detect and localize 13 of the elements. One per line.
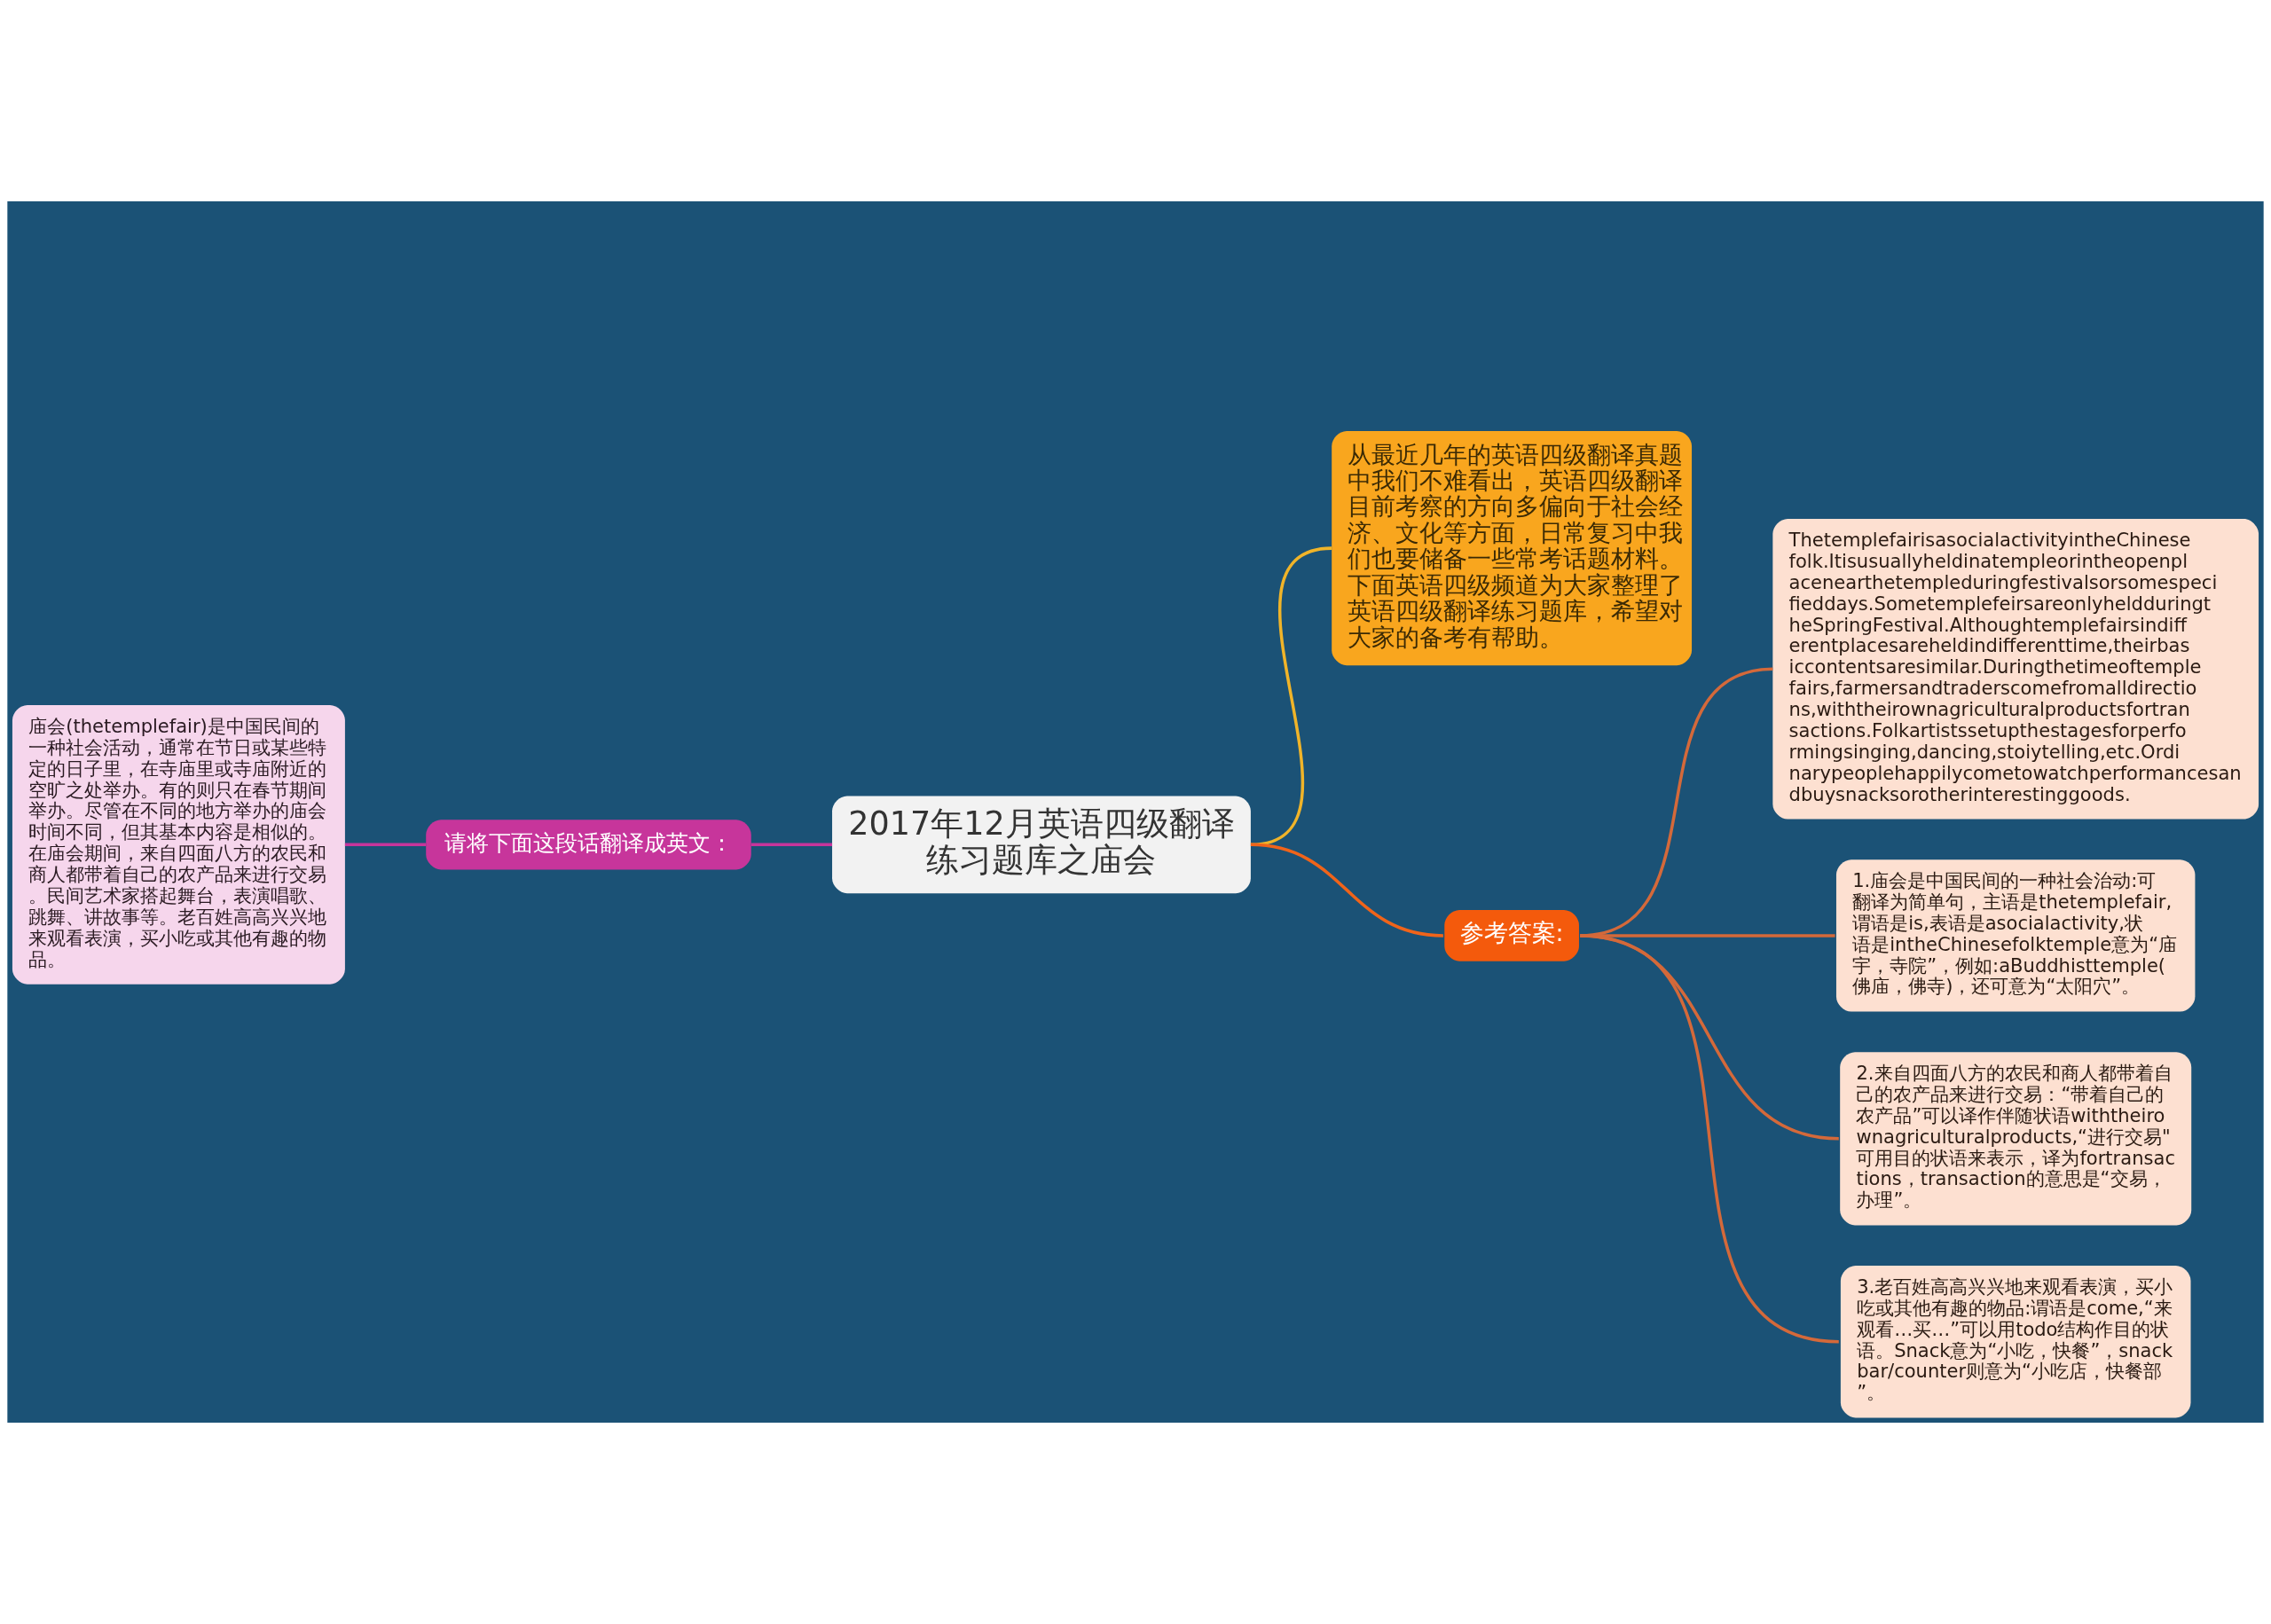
- node-box: ThetemplefairisasocialactivityintheChinesefolk.Itisusuallyheldinatempleorintheopenplacenearthetempleduringfestivalsorsomespecifieddays.SometemplefeirsareonlyheldduringtheSpringFestival.Althoughtemplefairsindifferentplacesareheldindifferenttime,theirbasiccontentsaresimilar.Duringthetimeoftemplefairs,farmersandtraderscomefromalldirections,withtheirownagriculturalproductsfortransactions.Folkartistssetupthestagesforperformingsinging,dancing,stoiytelling,etc.Ordinarypeoplehappilycometowatchperformancesandbuysnacksorotherinterestinggoods.: [1772, 519, 2259, 820]
- connector: [750, 843, 833, 847]
- connector: [344, 843, 427, 847]
- node-box: 1.庙会是中国民间的一种社会治动:可翻译为简单句，主语是thetemplefair,谓语是is,表语是asocialactivity,状语是intheChinesefolktemple意为“庙宇，寺院”，例如:aBuddhisttemple(佛庙，佛寺)，还可意为“太阳穴”。: [1835, 859, 2196, 1012]
- node-box: 参考答案:: [1444, 910, 1579, 961]
- node-box: 3.老百姓高高兴兴地来观看表演，买小吃或其他有趣的物品:谓语是come,“来观看…买…”可以用todo结构作目的状语。Snack意为“小吃，快餐”，snackbar/counter则意为“小吃店，快餐部”。: [1840, 1266, 2191, 1418]
- node-box: 2017年12月英语四级翻译练习题库之庙会: [832, 796, 1251, 894]
- node-box: 请将下面这段话翻译成英文：: [426, 820, 751, 870]
- node-box: 2.来自四面八方的农民和商人都带着自己的农产品来进行交易：“带着自己的农产品”可以译作伴随状语withtheirownagriculturalproducts,“进行交易"可用目的状语来表示，译为fortransactions，transaction的意思是“交易，办理”。: [1840, 1052, 2192, 1226]
- connector: [1580, 934, 1840, 1344]
- connector: [1250, 843, 1444, 938]
- node-box: 庙会(thetemplefair)是中国民间的一种社会活动，通常在节日或某些特定的日子里，在寺庙里或寺庙附近的空旷之处举办。有的则只在春节期间举办。尽管在不同的地方举办的庙会时间不同，但其基本内容是相似的。在庙会期间，来自四面八方的农民和商人都带着自己的农产品来进行交易。民间艺术家搭起舞台，表演唱歌、跳舞、讲故事等。老百姓高高兴兴地来观看表演，买小吃或其他有趣的物品。: [12, 705, 345, 985]
- node-box: 从最近几年的英语四级翻译真题中我们不难看出，英语四级翻译目前考察的方向多偏向于社会经济、文化等方面，日常复习中我们也要储备一些常考话题材料。下面英语四级频道为大家整理了英语四级翻译练习题库，希望对大家的备考有帮助。: [1332, 431, 1693, 666]
